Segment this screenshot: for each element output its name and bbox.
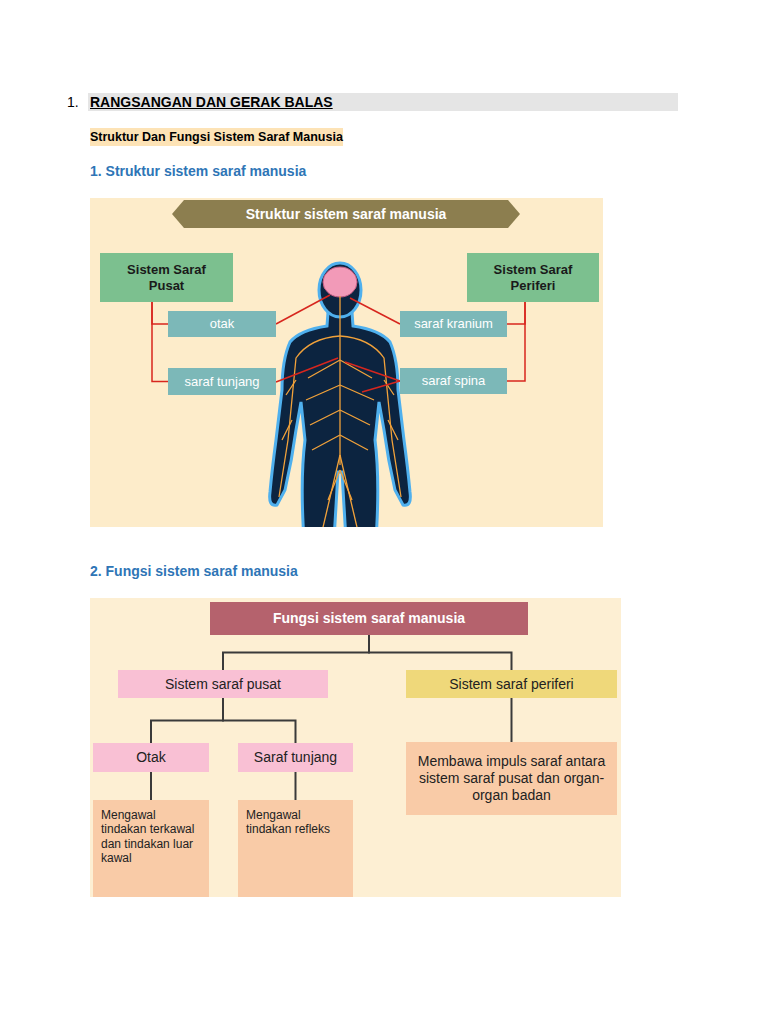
root-box: Fungsi sistem saraf manusia xyxy=(210,602,528,635)
title-banner: Struktur sistem saraf manusia xyxy=(172,200,520,228)
node-text: Saraf tunjang xyxy=(254,749,337,766)
function-box: Mengawal tindakan terkawal dan tindakan … xyxy=(93,800,209,897)
node-text: saraf kranium xyxy=(414,316,493,332)
category-box: Sistem Saraf Pusat xyxy=(100,253,233,302)
leader-line xyxy=(276,358,338,382)
human-body-illustration xyxy=(270,263,411,527)
tree-connector xyxy=(151,698,223,743)
nerve xyxy=(320,455,340,527)
function-box: Membawa impuls saraf antara sistem saraf… xyxy=(406,742,617,815)
section-title: 2. Fungsi sistem saraf manusia xyxy=(90,562,298,580)
node-text: otak xyxy=(210,316,235,332)
part-box: saraf spina xyxy=(400,368,507,394)
node-text: saraf tunjang xyxy=(184,374,259,390)
leader-line xyxy=(276,295,330,324)
banner-outline xyxy=(172,200,520,228)
section-title: 1. Struktur sistem saraf manusia xyxy=(90,162,306,180)
nerve xyxy=(328,470,352,500)
node-text: Membawa impuls saraf antara sistem saraf… xyxy=(416,753,607,803)
node-text: Sistem saraf periferi xyxy=(449,676,573,693)
tree-connector xyxy=(223,635,369,670)
nerve xyxy=(282,380,398,440)
part-box: Saraf tunjang xyxy=(238,743,353,772)
nerve xyxy=(340,455,360,527)
subheading: Struktur Dan Fungsi Sistem Saraf Manusia xyxy=(90,128,343,146)
leader-line xyxy=(345,362,400,381)
tree-connector xyxy=(223,698,296,743)
node-text: Struktur sistem saraf manusia xyxy=(246,206,447,223)
section-heading: RANGSANGAN DAN GERAK BALAS xyxy=(88,93,678,111)
leader-line xyxy=(362,381,400,392)
node-text: Mengawal tindakan refleks xyxy=(246,808,345,837)
category-box: Sistem saraf periferi xyxy=(406,670,617,698)
function-box: Mengawal tindakan refleks xyxy=(238,800,353,897)
nerves xyxy=(279,296,401,527)
part-box: otak xyxy=(168,311,276,337)
bracket-connector xyxy=(507,302,525,324)
node-text: Otak xyxy=(136,749,166,766)
nerve xyxy=(306,360,374,450)
part-box: saraf kranium xyxy=(400,311,507,337)
list-number: 1. xyxy=(67,93,79,111)
part-box: Otak xyxy=(93,743,209,772)
tree-connector xyxy=(369,635,512,670)
nerve xyxy=(340,336,401,497)
node-text: Mengawal tindakan terkawal dan tindakan … xyxy=(101,808,201,866)
brain xyxy=(323,267,357,297)
node-text: saraf spina xyxy=(422,373,486,389)
tree-connector xyxy=(511,698,513,742)
node-text: Sistem Saraf Pusat xyxy=(114,262,219,293)
tree-connector xyxy=(295,772,297,800)
node-text: Sistem Saraf Periferi xyxy=(481,262,585,293)
node-text: Fungsi sistem saraf manusia xyxy=(273,610,465,627)
bracket-connector xyxy=(507,302,525,381)
leader-lines xyxy=(276,295,400,392)
tree-connector xyxy=(150,772,152,800)
category-box: Sistem Saraf Periferi xyxy=(467,253,599,302)
category-box: Sistem saraf pusat xyxy=(118,670,328,698)
node-text: Sistem saraf pusat xyxy=(165,676,281,693)
part-box: saraf tunjang xyxy=(168,368,276,395)
bracket-connector xyxy=(152,302,168,324)
figure-panel xyxy=(90,598,621,897)
spinal-cord xyxy=(339,296,340,465)
bracket-connector xyxy=(152,302,168,382)
leader-line xyxy=(350,298,400,324)
